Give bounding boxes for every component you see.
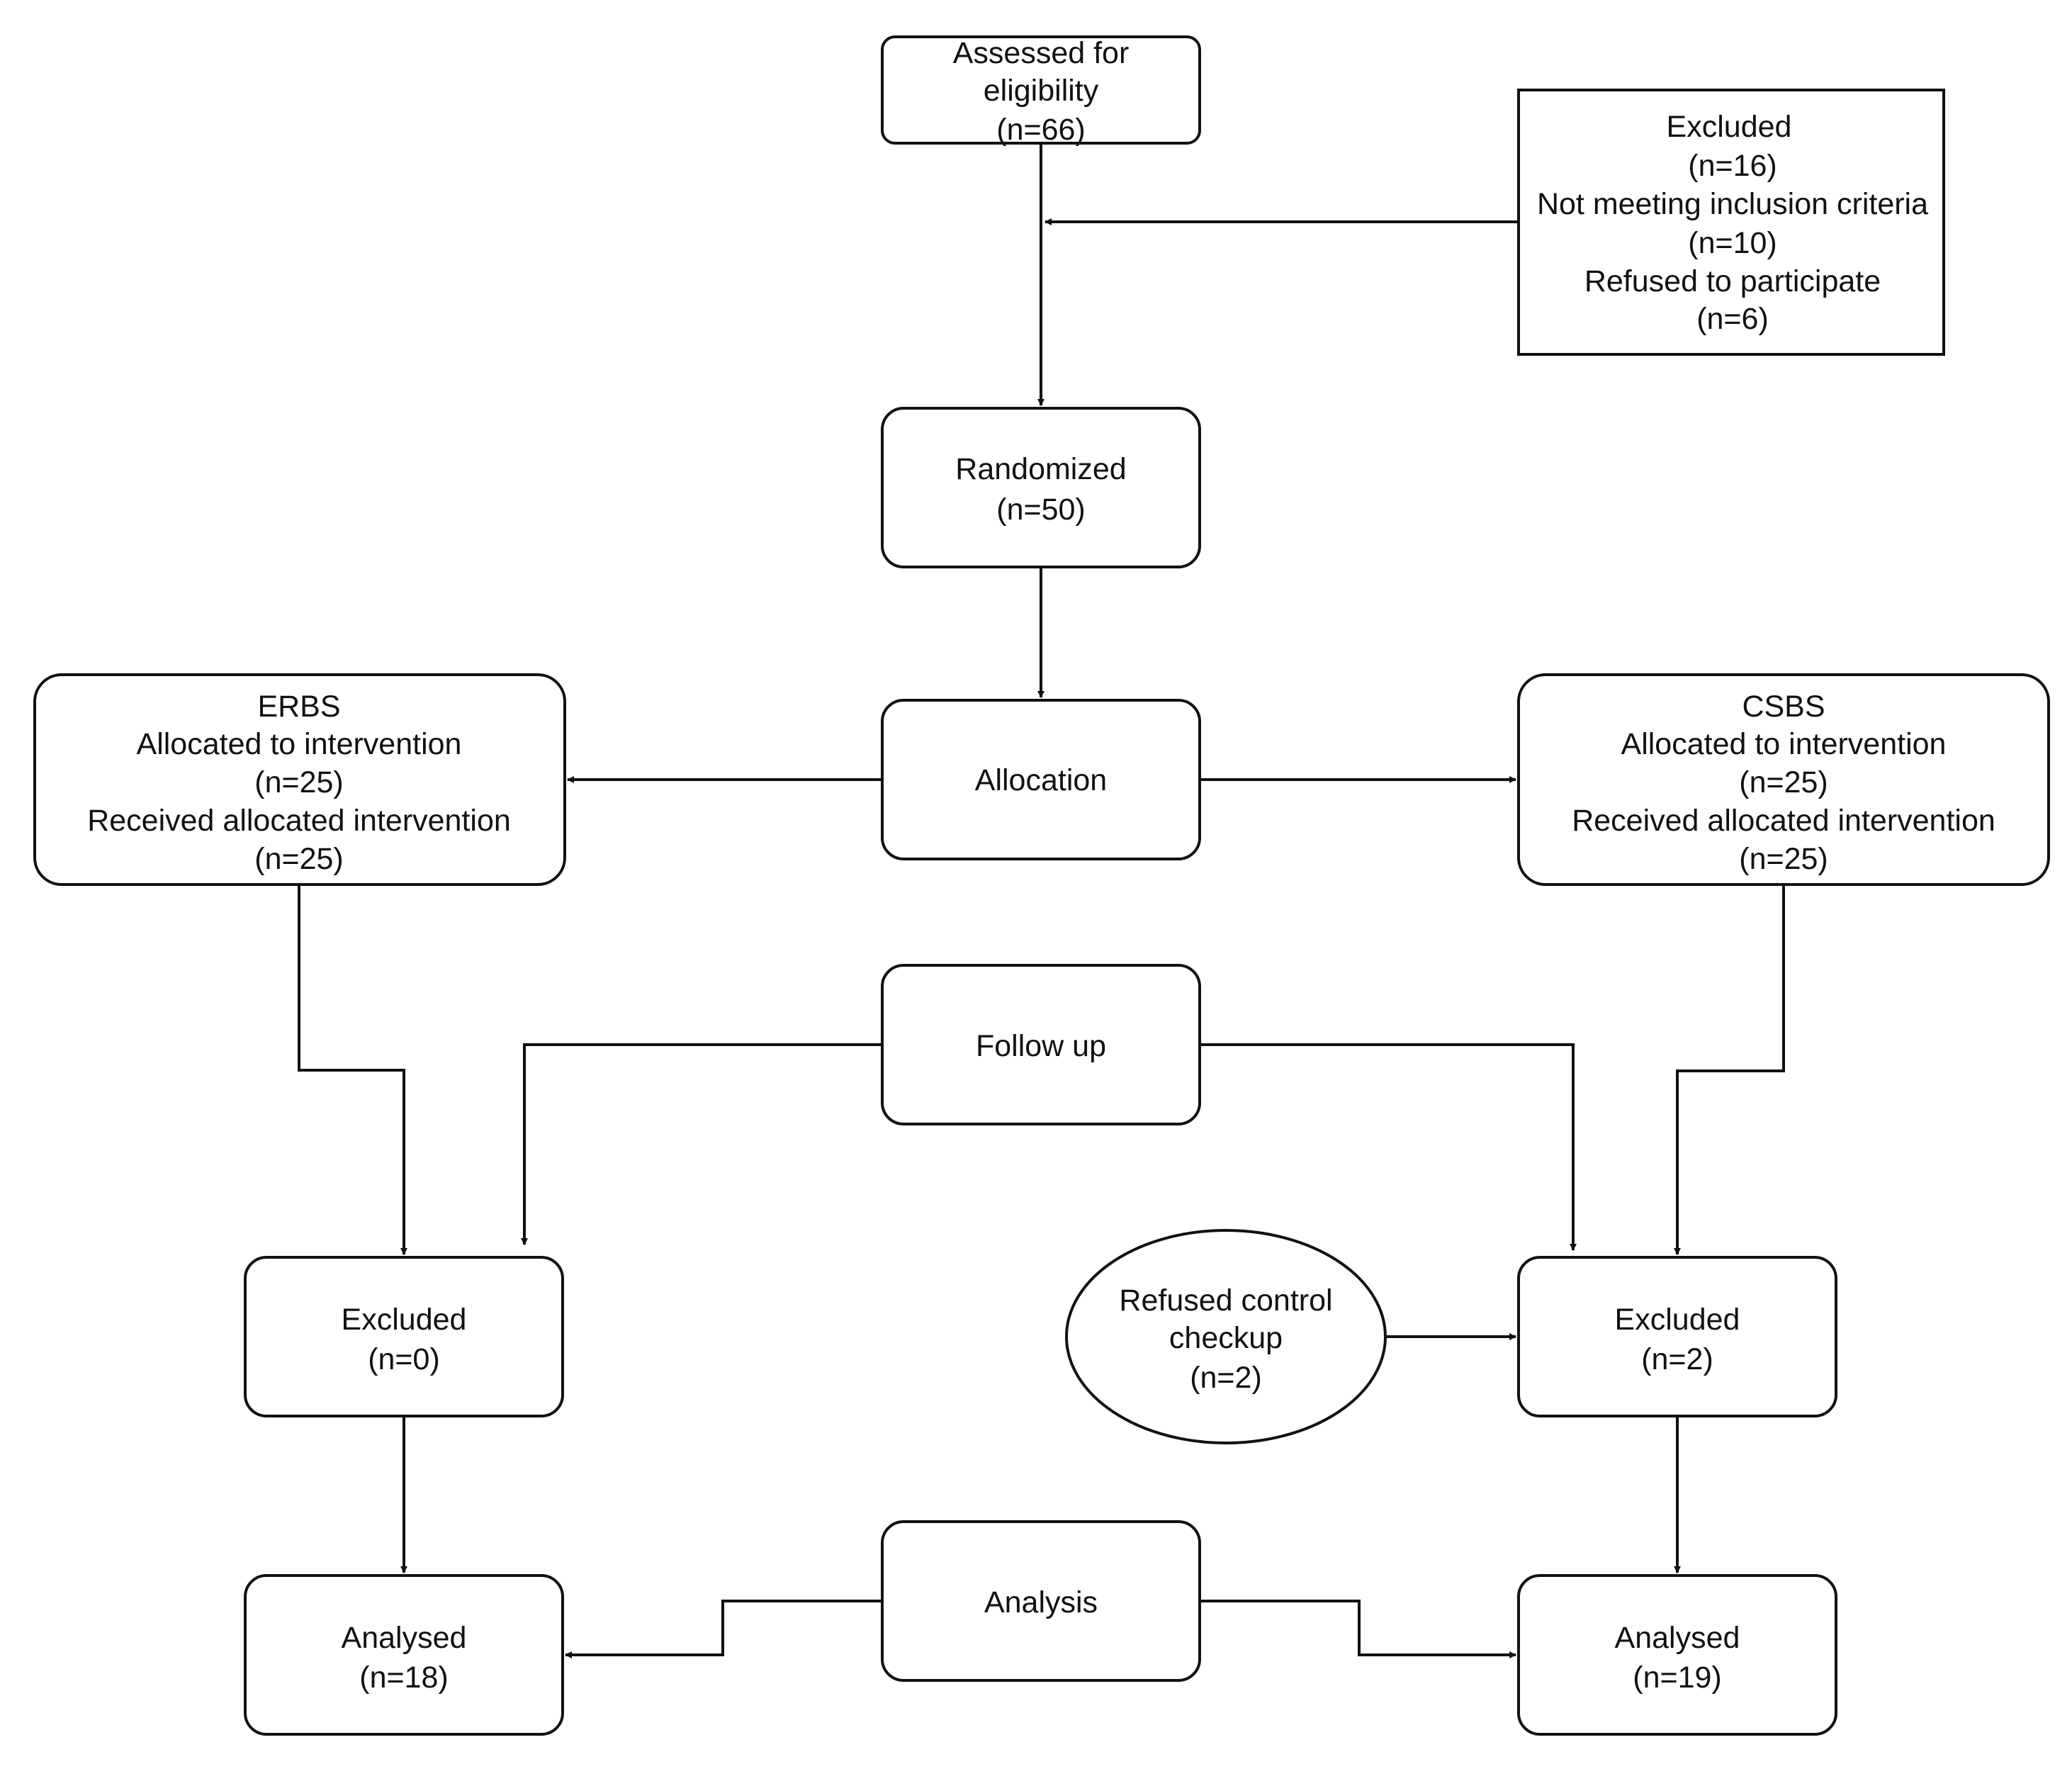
analysed-left-node: Analysed (n=18) (244, 1574, 564, 1736)
csbs-line-1: CSBS (1742, 690, 1825, 724)
excluded-left-line-1: Excluded (342, 1303, 467, 1337)
analysis-line-1: Analysis (984, 1585, 1098, 1619)
erbs-line-2: Allocated to intervention (137, 727, 462, 761)
erbs-line-3: (n=25) (254, 765, 344, 799)
randomized-line-1: Randomized (955, 452, 1126, 486)
follow-up-box (881, 964, 1201, 1125)
excluded-right-line-2: (n=2) (1641, 1342, 1713, 1376)
csbs-line-5: (n=25) (1739, 842, 1828, 876)
erbs-line-1: ERBS (257, 690, 340, 724)
excluded-left-line-2: (n=0) (368, 1342, 440, 1376)
refused-checkup-line-1: Refused control (1119, 1284, 1332, 1318)
analysed-right-line-1: Analysed (1615, 1621, 1740, 1655)
csbs-line-4: Received allocated intervention (1572, 804, 1995, 838)
assessed-box (881, 35, 1201, 145)
refused-checkup-node: Refused control checkup (n=2) (1065, 1229, 1387, 1444)
excluded-left-box (244, 1256, 564, 1417)
allocation-line-1: Allocation (975, 763, 1107, 797)
randomized-node: Randomized (n=50) (881, 407, 1201, 568)
csbs-line-3: (n=25) (1739, 765, 1828, 799)
assessed-line-3: (n=66) (996, 113, 1086, 147)
excluded-top-node: Excluded (n=16) Not meeting inclusion cr… (1517, 89, 1945, 356)
excluded-top-line-2: (n=16) (1688, 149, 1777, 183)
connector-follow-up-to-excluded-right (1200, 1043, 1577, 1251)
allocation-node: Allocation (881, 699, 1201, 860)
analysis-node: Analysis (881, 1520, 1201, 1682)
excluded-top-line-4: (n=10) (1688, 226, 1777, 260)
connectors (298, 143, 1785, 1658)
refused-checkup-line-3: (n=2) (1190, 1361, 1262, 1395)
analysed-right-node: Analysed (n=19) (1517, 1574, 1837, 1736)
connector-follow-up-to-excluded-left (521, 1043, 882, 1245)
analysed-right-line-2: (n=19) (1633, 1661, 1722, 1695)
erbs-node: ERBS Allocated to intervention (n=25) Re… (33, 673, 566, 886)
csbs-box (1517, 673, 2050, 886)
assessed-line-2: eligibility (984, 74, 1099, 108)
excluded-right-box (1517, 1256, 1837, 1417)
excluded-left-node: Excluded (n=0) (244, 1256, 564, 1417)
erbs-line-5: (n=25) (254, 842, 344, 876)
analysed-left-line-1: Analysed (342, 1621, 467, 1655)
connector-csbs-to-excluded-right (1674, 884, 1785, 1255)
excluded-right-line-1: Excluded (1615, 1303, 1740, 1337)
erbs-box (33, 673, 566, 886)
excluded-top-line-6: (n=6) (1696, 302, 1769, 336)
excluded-top-box (1517, 89, 1945, 356)
assessed-node: Assessed for eligibility (n=66) (881, 35, 1201, 147)
erbs-line-4: Received allocated intervention (87, 804, 511, 838)
excluded-top-line-5: Refused to participate (1584, 264, 1881, 298)
connector-analysis-to-analysed-right (1200, 1600, 1516, 1658)
follow-up-node: Follow up (881, 964, 1201, 1125)
csbs-node: CSBS Allocated to intervention (n=25) Re… (1517, 673, 2050, 886)
connector-erbs-to-excluded-left (298, 884, 407, 1255)
analysis-box (881, 1520, 1201, 1682)
refused-checkup-ellipse (1065, 1229, 1387, 1444)
analysed-left-box (244, 1574, 564, 1736)
randomized-line-2: (n=50) (996, 493, 1086, 527)
assessed-line-1: Assessed for (953, 36, 1130, 70)
refused-checkup-line-2: checkup (1169, 1321, 1283, 1355)
analysed-left-line-2: (n=18) (359, 1661, 449, 1695)
csbs-line-2: Allocated to intervention (1621, 727, 1947, 761)
analysed-right-box (1517, 1574, 1837, 1736)
connector-analysis-to-analysed-left (565, 1600, 882, 1658)
follow-up-line-1: Follow up (976, 1029, 1106, 1063)
excluded-top-line-1: Excluded (1667, 110, 1792, 144)
excluded-right-node: Excluded (n=2) (1517, 1256, 1837, 1417)
randomized-box (881, 407, 1201, 568)
excluded-top-line-3: Not meeting inclusion criteria (1537, 187, 1928, 221)
allocation-box (881, 699, 1201, 860)
